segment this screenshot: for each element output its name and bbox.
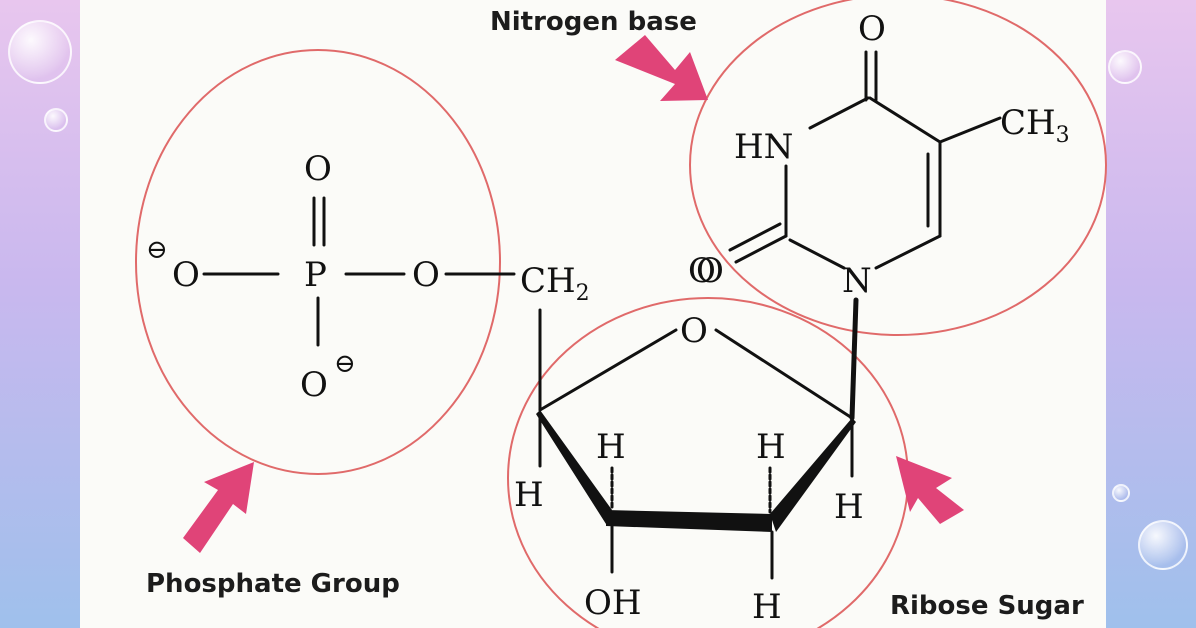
glycosidic-bond xyxy=(849,297,859,421)
phosphate-o-bottom: O xyxy=(300,365,328,405)
phosphate-circle xyxy=(135,49,501,475)
hydroxyl-group: OH xyxy=(584,583,642,623)
ch2-group: CH2 xyxy=(520,261,590,306)
bubble-decoration xyxy=(1138,520,1188,570)
c2-bottom-hydrogen: H xyxy=(752,587,782,627)
c3-hydrogen: H xyxy=(596,427,626,467)
methyl-bond xyxy=(938,116,1002,144)
phosphate-o-left: O xyxy=(172,255,200,295)
nitrogen-base-arrow xyxy=(615,35,708,101)
label-phosphate-group: Phosphate Group xyxy=(146,569,400,599)
ring-bond xyxy=(808,96,870,130)
nitrogen-base-circle xyxy=(689,0,1107,336)
base-o-left: O xyxy=(696,251,724,291)
ring-bond xyxy=(538,328,678,412)
bubble-decoration xyxy=(1108,50,1142,84)
c2-hydrogen: H xyxy=(756,427,786,467)
wedge-bond-left xyxy=(536,410,612,524)
base-n: N xyxy=(842,261,872,301)
carbonyl-double-bond xyxy=(728,222,782,252)
stray-o: O xyxy=(688,251,716,291)
wedge-bond-right xyxy=(770,418,856,532)
phosphate-minus-bottom: ⊖ xyxy=(334,349,356,379)
ring-bond xyxy=(868,96,942,144)
base-o-top: O xyxy=(858,9,886,49)
ring-bond xyxy=(788,238,846,270)
label-ribose-sugar: Ribose Sugar xyxy=(890,591,1084,621)
slide-canvas xyxy=(80,0,1106,628)
phosphate-o-right: O xyxy=(412,255,440,295)
label-nitrogen-base: Nitrogen base xyxy=(490,7,697,37)
phosphate-minus-left: ⊖ xyxy=(146,235,168,265)
phosphate-p: P xyxy=(304,255,327,295)
carbonyl-double-bond xyxy=(734,234,788,264)
base-ch3: CH3 xyxy=(1000,103,1070,148)
bubble-decoration xyxy=(44,108,68,132)
base-hn: HN xyxy=(734,127,793,167)
bubble-decoration xyxy=(1112,484,1130,502)
c1-hydrogen: H xyxy=(834,487,864,527)
wedge-bond-bottom xyxy=(606,510,772,532)
phosphate-arrow xyxy=(183,462,254,553)
ring-oxygen: O xyxy=(680,311,708,351)
phosphate-o-top: O xyxy=(304,149,332,189)
ribose-arrow xyxy=(896,456,964,524)
bubble-decoration xyxy=(8,20,72,84)
c4-hydrogen: H xyxy=(514,475,544,515)
ring-bond xyxy=(714,328,854,420)
ring-bond xyxy=(874,234,942,270)
